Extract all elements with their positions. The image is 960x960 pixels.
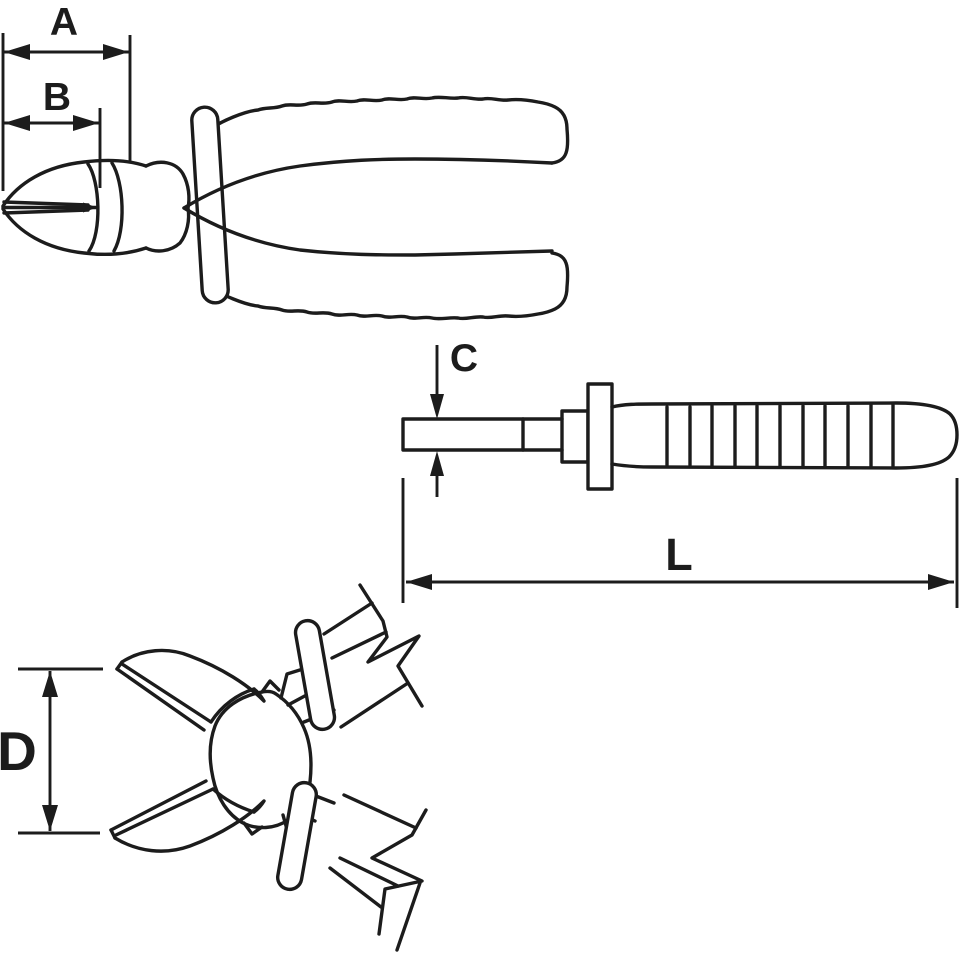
open-lower-jaw-blade-face: [109, 779, 208, 832]
dimension-a: A: [1, 1, 132, 191]
pliers-edge-profile-view: [401, 382, 959, 491]
cutting-slit-bottom-line: [2, 208, 90, 215]
upper-handle-inner-edge: [182, 157, 554, 210]
pliers-closed-side-view: [1, 95, 570, 321]
open-upper-jaw-blade-face: [115, 667, 206, 732]
upper-guard-flange-open: [293, 618, 337, 732]
guard-flange-profile: [586, 382, 614, 491]
upper-break-zigzag: [358, 583, 424, 708]
handle-grip-ribs: [665, 403, 895, 468]
pivot-boss-outline: [144, 160, 191, 253]
lower-break-detached-edge: [395, 881, 422, 952]
jaw-lower-outline: [1, 207, 148, 257]
open-lower-jaw-bevel: [211, 787, 256, 814]
handle-guard-flange: [190, 105, 230, 305]
dimension-c-arrowhead-top: [430, 394, 444, 419]
lower-handle-outline: [206, 251, 570, 321]
open-lower-jaw-blade-edge: [114, 787, 215, 837]
dimension-d: D: [0, 667, 103, 835]
dimension-a-arrowhead-left: [4, 44, 30, 60]
lower-break-zigzag: [370, 808, 428, 936]
blade-bar-outline: [401, 417, 564, 452]
open-upper-jaw-blade-edge: [120, 662, 213, 724]
dimension-l-arrowhead-left: [406, 574, 432, 590]
lower-handle-inner-edge: [182, 206, 554, 257]
dimension-b-arrowhead-right: [73, 115, 99, 131]
dimension-l: L: [401, 478, 959, 608]
dimension-a-arrowhead-right: [103, 44, 129, 60]
upper-handle-stub: [322, 583, 424, 729]
joint-block-outline: [560, 409, 590, 464]
upper-stub-top-edge: [322, 601, 374, 636]
dimension-l-arrowhead-right: [928, 574, 954, 590]
lower-stub-top-edge: [342, 793, 418, 830]
upper-stub-parting-line: [330, 630, 388, 660]
lower-stub-bottom-edge: [328, 866, 383, 909]
dimension-a-label: A: [50, 1, 78, 44]
lower-guard-flange-open: [276, 780, 318, 892]
pliers-open-head-view: [109, 583, 428, 952]
open-upper-jaw-tip: [115, 660, 124, 671]
upper-stub-bottom-edge: [339, 681, 410, 729]
dimension-c-label: C: [450, 337, 478, 380]
dimension-c: C: [430, 337, 478, 497]
dimension-d-arrowhead-top: [42, 671, 58, 697]
open-upper-jaw-outline: [120, 648, 266, 703]
jaw-upper-outline: [1, 158, 148, 208]
pivot-top-notch: [260, 679, 281, 694]
dimension-d-label: D: [0, 720, 37, 782]
handle-profile-outline: [610, 401, 959, 470]
dimension-b-label: B: [43, 76, 71, 119]
open-lower-jaw-outline: [113, 799, 266, 853]
dimension-c-arrowhead-bottom: [430, 451, 444, 476]
upper-handle-outline: [206, 95, 570, 165]
cutting-slit-tip-wedge: [83, 202, 97, 213]
open-upper-jaw-bevel: [209, 687, 256, 724]
pivot-bottom-notch: [242, 821, 264, 836]
lower-stub-parting-line: [338, 856, 400, 888]
open-lower-jaw-tip: [109, 828, 117, 840]
dimension-b-arrowhead-left: [4, 115, 30, 131]
dimension-d-arrowhead-bottom: [42, 805, 58, 831]
lower-handle-stub: [328, 793, 428, 952]
dimension-b: B: [4, 76, 102, 188]
jaw-bevel-arc-inner: [110, 161, 124, 253]
dimension-l-label: L: [665, 529, 693, 580]
cutting-slit-top-line: [2, 200, 90, 207]
